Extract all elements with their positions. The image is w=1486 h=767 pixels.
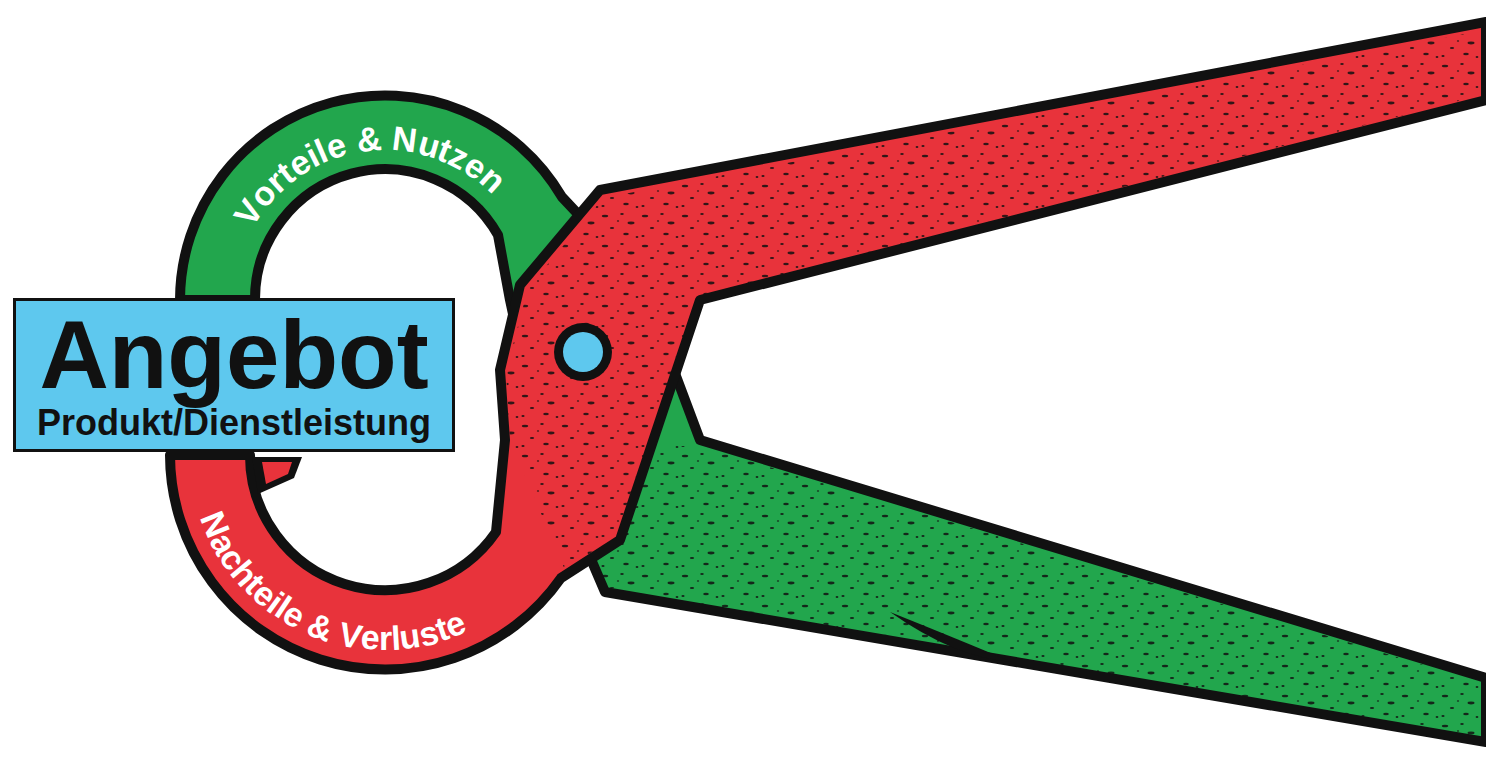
pivot-rivet [563,332,603,372]
label-letter: & [355,121,383,157]
pivot-ring [554,323,612,381]
jaw-label: Nachteile & Verluste [157,455,613,683]
red-handle-texture [506,30,1486,570]
label-letter [382,121,392,155]
jaw-facet [252,457,302,494]
label-letter: r [379,621,392,655]
jaw-label: Vorteile & Nutzen [159,74,611,300]
box-heading: Angebot [39,307,428,403]
handle-groove [890,612,1012,662]
label-letter: e [359,620,381,655]
box-subtitle: Produkt/Dienstleistung [37,403,431,443]
offer-box: AngebotProdukt/Dienstleistung [13,298,455,452]
jaw-facet-face [262,462,292,484]
green-handle-texture [592,446,1486,738]
label-letter: & [303,606,338,646]
label-letter: N [391,121,420,158]
